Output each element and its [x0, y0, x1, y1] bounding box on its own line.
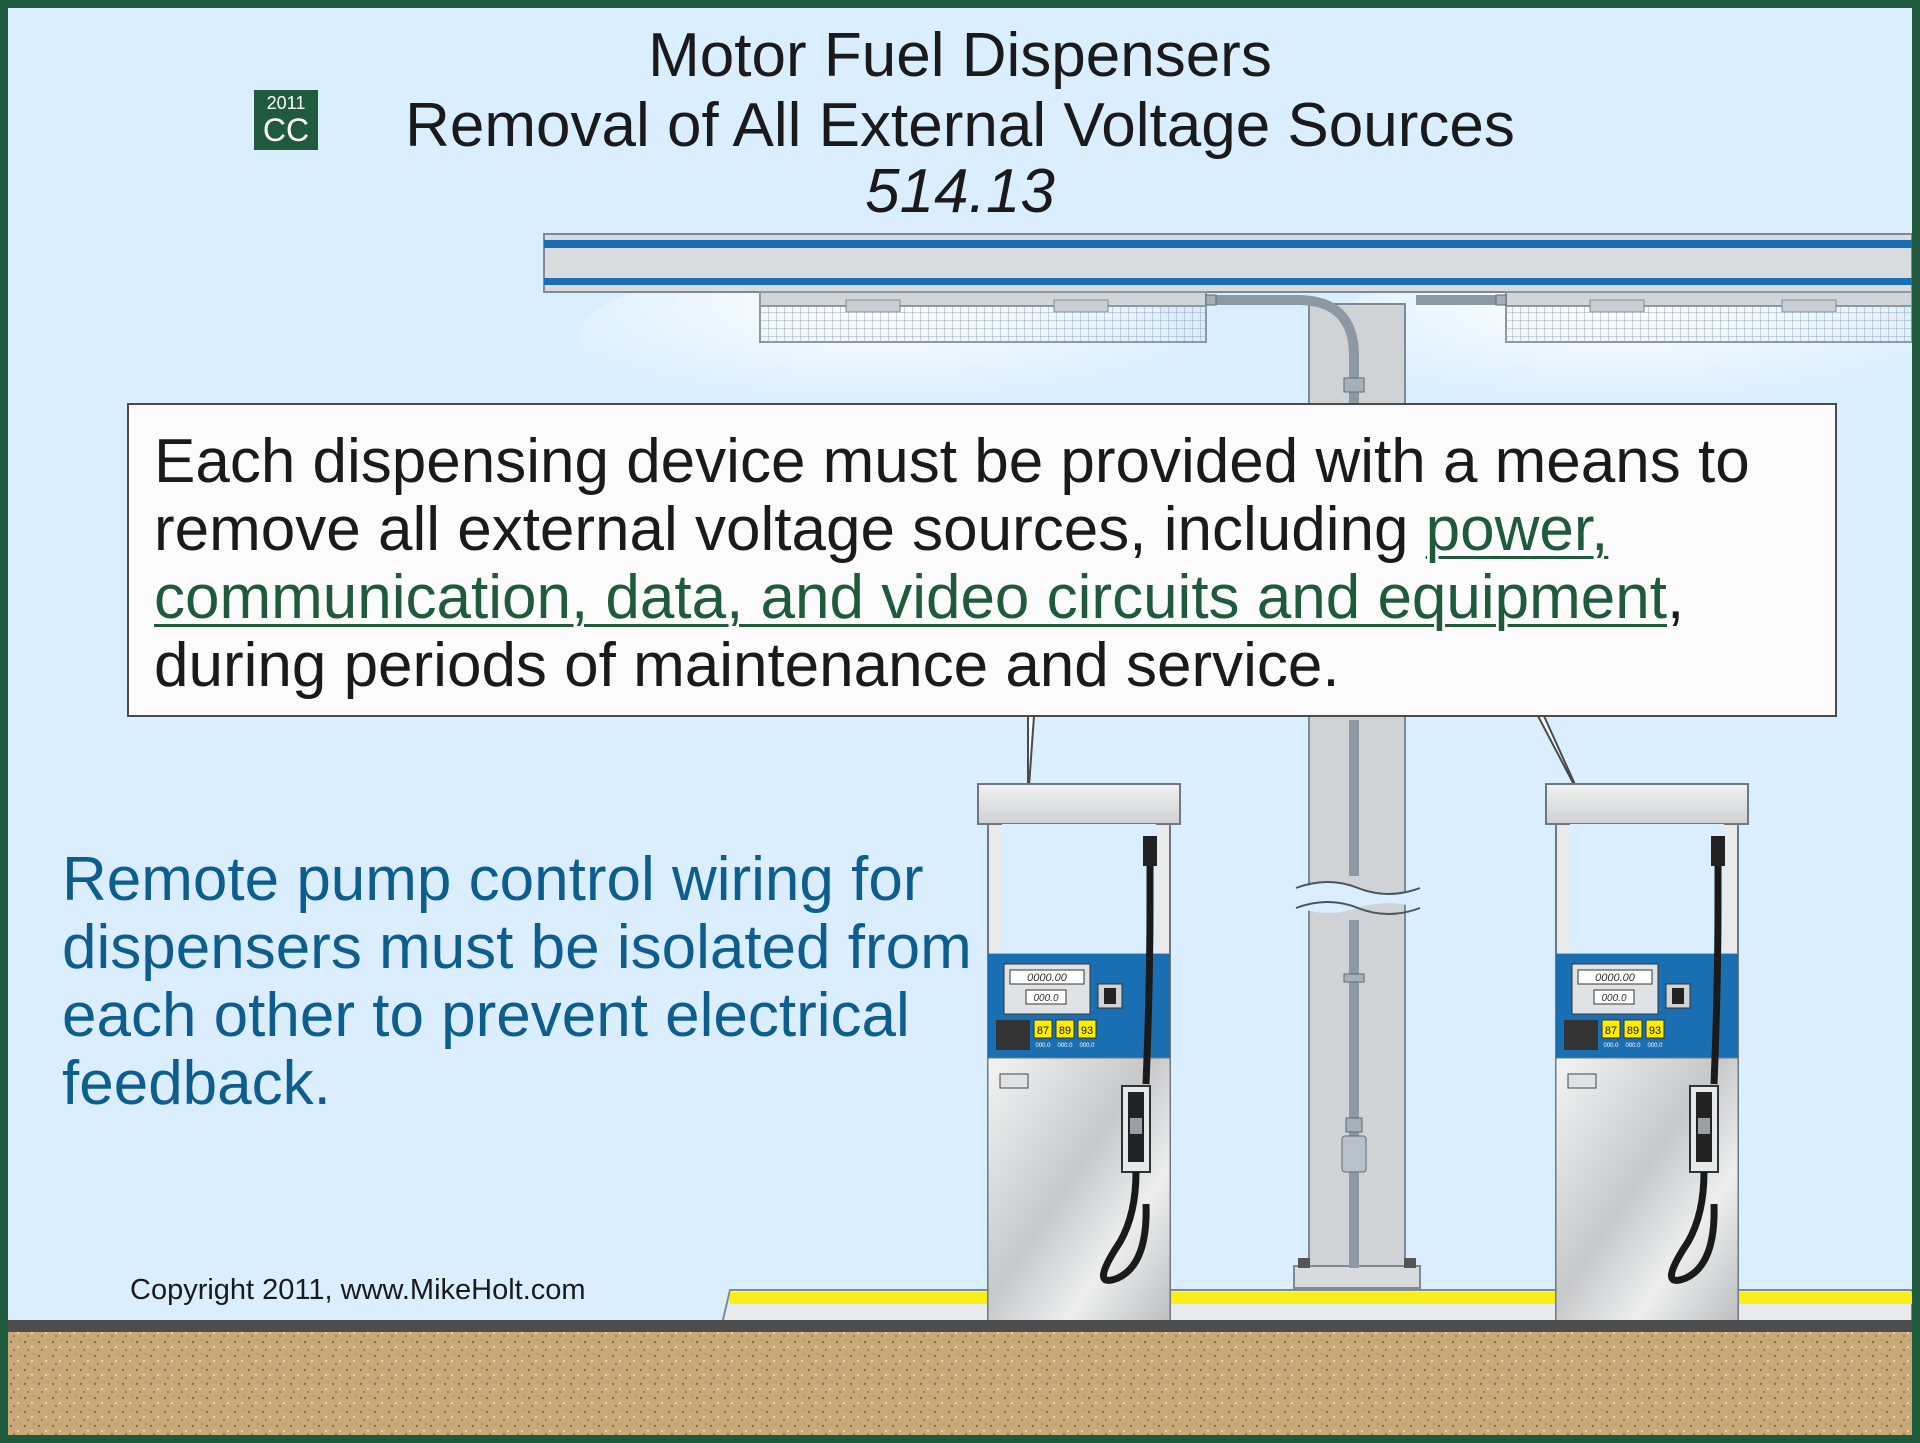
- ground: [8, 1320, 1912, 1435]
- receipt-slot: [999, 1073, 1029, 1089]
- canopy: [543, 233, 1912, 418]
- callout-bubble: [127, 403, 1837, 801]
- volume-display: 000.0: [1033, 993, 1058, 1004]
- fuel-hose: [1100, 840, 1154, 1284]
- keypad: [996, 1020, 1030, 1050]
- copyright-notice: Copyright 2011, www.MikeHolt.com: [130, 1274, 586, 1306]
- code-cycle-badge: 2011 CC: [254, 90, 318, 150]
- fuel-station-illustration: 0000.00 000.0 87 000.0 89 000.0 93 000.0: [8, 233, 1912, 1435]
- price-display: 0000.00: [1027, 972, 1068, 984]
- price-display: 0000.00: [1595, 972, 1636, 984]
- keypad: [1564, 1020, 1598, 1050]
- fuel-dispenser: 0000.00 000.0 87 000.0 89 000.0 93 000.0: [977, 783, 1181, 1347]
- grade-price: 000.0: [1625, 1043, 1641, 1049]
- title-line-1: Motor Fuel Dispensers: [648, 21, 1272, 90]
- callout-text: Each dispensing device must be provided …: [154, 428, 1834, 700]
- grade-price: 000.0: [1057, 1043, 1073, 1049]
- badge-code: CC: [262, 112, 310, 148]
- grade-label: 89: [1627, 1025, 1639, 1037]
- grade-label: 93: [1649, 1025, 1661, 1037]
- grade-price: 000.0: [1035, 1043, 1051, 1049]
- title-line-2: Removal of All External Voltage Sources: [405, 91, 1515, 160]
- volume-display: 000.0: [1601, 993, 1626, 1004]
- badge-year: 2011: [266, 93, 306, 113]
- fuel-hose: [1668, 840, 1722, 1284]
- grade-price: 000.0: [1647, 1043, 1663, 1049]
- conduit: [1205, 294, 1507, 1268]
- callout-text-before: Each dispensing device must be provided …: [154, 427, 1750, 564]
- grade-label: 87: [1605, 1025, 1617, 1037]
- receipt-slot: [1567, 1073, 1597, 1089]
- canopy-stripe: [544, 278, 1912, 285]
- grade-price: 000.0: [1603, 1043, 1619, 1049]
- grade-label: 89: [1059, 1025, 1071, 1037]
- diagram-frame: 0000.00 000.0 87 000.0 89 000.0 93 000.0: [8, 8, 1912, 1435]
- canopy-stripe: [544, 240, 1912, 248]
- callout-highlight: power, communication, data, and video ci…: [154, 495, 1667, 632]
- callout-text-after: , during periods of maintenance and serv…: [154, 563, 1685, 700]
- grade-label: 93: [1081, 1025, 1093, 1037]
- remote-wiring-note: Remote pump control wiring for dispenser…: [62, 845, 972, 1118]
- section-number: 514.13: [865, 157, 1055, 226]
- grade-price: 000.0: [1079, 1043, 1095, 1049]
- grade-label: 87: [1037, 1025, 1049, 1037]
- fuel-dispenser: 0000.00 000.0 87 000.0 89 000.0 93 000.0: [1545, 783, 1749, 1347]
